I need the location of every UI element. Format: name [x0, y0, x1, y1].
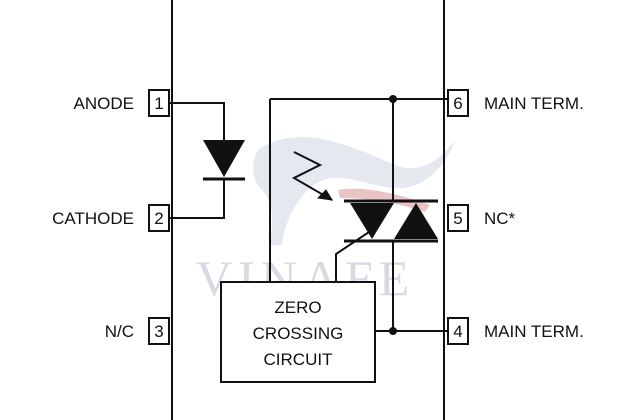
- led-wiring: [169, 102, 225, 219]
- light-emission-icon: [291, 151, 333, 201]
- pin-4-label: MAIN TERM.: [484, 322, 584, 341]
- pin-1-number: 1: [154, 94, 163, 113]
- pin-2-number: 2: [154, 209, 163, 228]
- output-wiring: [269, 98, 448, 332]
- zero-crossing-line-1: ZERO: [274, 298, 321, 317]
- pin-2-label: CATHODE: [52, 209, 134, 228]
- zero-crossing-circuit: ZERO CROSSING CIRCUIT: [220, 281, 376, 383]
- pin-3: 3: [148, 317, 170, 345]
- pin-6-number: 6: [453, 94, 462, 113]
- zero-crossing-line-2: CROSSING: [253, 324, 344, 343]
- pin-4: 4: [447, 317, 469, 345]
- pin-3-label: N/C: [105, 322, 134, 341]
- pin-5-label: NC*: [484, 209, 516, 228]
- led-diode-icon: [203, 140, 245, 181]
- pin-2: 2: [148, 204, 170, 232]
- pin-5: 5: [447, 204, 469, 232]
- pin-6: 6: [447, 89, 469, 117]
- junction-top: [389, 95, 397, 103]
- triac-icon: [344, 199, 438, 243]
- pin-5-number: 5: [453, 209, 462, 228]
- junction-bottom: [389, 327, 397, 335]
- pin-4-number: 4: [453, 322, 462, 341]
- pin-3-number: 3: [154, 322, 163, 341]
- pin-6-label: MAIN TERM.: [484, 94, 584, 113]
- zero-crossing-line-3: CIRCUIT: [264, 350, 333, 369]
- pin-1: 1: [148, 89, 170, 117]
- pin-1-label: ANODE: [74, 94, 134, 113]
